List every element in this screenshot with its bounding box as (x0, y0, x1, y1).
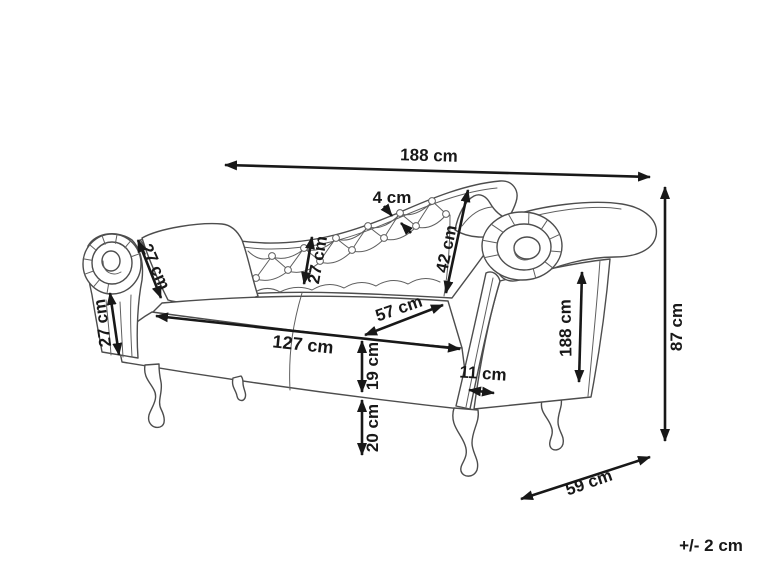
leg-front-right (452, 407, 480, 477)
dim-label-legs: 20 cm (363, 403, 382, 453)
dim-seat-width-line (155, 312, 461, 353)
dim-piping-arrow-a (380, 203, 394, 217)
dim-overall-depth-line (520, 455, 651, 501)
bolster-cushion (141, 222, 259, 305)
tolerance-note: +/- 2 cm (679, 536, 743, 555)
dim-label-overall-height: 87 cm (667, 302, 686, 352)
leg-front-middle (231, 375, 247, 402)
dim-left-arm-line (106, 292, 123, 356)
dim-label-piping: 4 cm (372, 188, 412, 207)
dim-label-arm-front: 188 cm (555, 299, 576, 358)
dim-backrest-line (443, 189, 471, 294)
leg-rear-right (540, 397, 565, 451)
dim-backrest-band-line (301, 236, 315, 285)
right-arm-stile (455, 271, 501, 410)
dim-piping-arrow-b (400, 222, 414, 236)
dim-arm-stile-line (468, 386, 495, 397)
legs (143, 363, 565, 477)
dim-label-seat-front: 19 cm (363, 341, 382, 391)
dim-label-arm-stile: 11 cm (458, 362, 508, 385)
dim-bolster-line (136, 239, 163, 299)
leg-front-left (143, 363, 165, 429)
tufting-pattern (247, 197, 450, 295)
dim-arm-front-line (574, 271, 587, 383)
dim-label-overall-width: 188 cm (399, 145, 459, 166)
left-scroll-inner (101, 250, 121, 272)
dim-overall-width-line (224, 160, 651, 182)
left-scroll-spokes (83, 234, 140, 294)
right-scroll-spokes (482, 212, 562, 279)
